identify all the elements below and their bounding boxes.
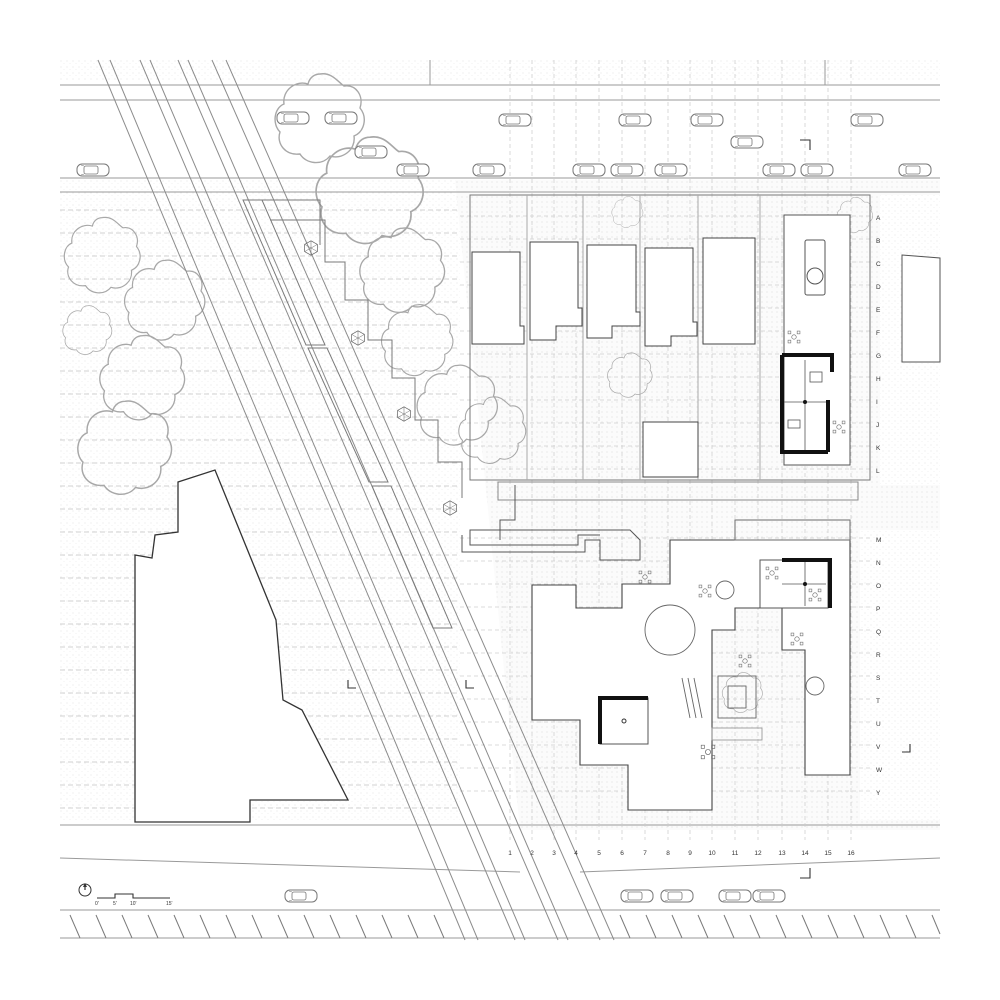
scale-tick-label: 15'	[166, 901, 173, 907]
car-icon	[396, 163, 430, 177]
grid-column-label: 5	[597, 850, 601, 857]
rowhouses	[471, 237, 756, 478]
grid-column-label: 8	[666, 850, 670, 857]
car-icon	[324, 111, 358, 125]
grid-row-label: B	[876, 238, 880, 245]
car-icon	[620, 889, 654, 903]
car-icon	[618, 113, 652, 127]
car-icon	[730, 135, 764, 149]
car-icon	[284, 889, 318, 903]
upper-east-wing	[783, 214, 851, 466]
corner-marks	[347, 139, 911, 879]
grid-column-label: 3	[552, 850, 556, 857]
parking-stripes	[69, 914, 941, 939]
grid-row-label: U	[876, 721, 881, 728]
grid-column-label: 10	[708, 850, 716, 857]
car-icon	[718, 889, 752, 903]
car-icon	[610, 163, 644, 177]
stepped-path	[262, 199, 463, 498]
grid-row-label: O	[876, 583, 881, 590]
car-icon	[690, 113, 724, 127]
grid-row-label: M	[876, 537, 881, 544]
grid-row-label: P	[876, 606, 880, 613]
grid-row-label: C	[876, 261, 881, 268]
grid-row-label: T	[876, 698, 880, 705]
grid-column-label: 9	[688, 850, 692, 857]
grid-column-label: 4	[574, 850, 578, 857]
grid-row-label: A	[876, 215, 881, 222]
car-icon	[654, 163, 688, 177]
scale-tick-label: 5'	[113, 901, 117, 907]
grid-row-label: I	[876, 399, 878, 406]
grid-row-label: J	[876, 422, 879, 429]
grid-column-label: 13	[778, 850, 786, 857]
grid-column-label: 11	[732, 850, 739, 857]
upper-block	[469, 194, 871, 481]
lower-block-details	[644, 580, 825, 741]
grid-row-label: D	[876, 284, 881, 291]
grid-column-label: 12	[754, 850, 762, 857]
car-icon	[660, 889, 694, 903]
grid-row-label: K	[876, 445, 881, 452]
grid-row-label: F	[876, 330, 880, 337]
car-icon	[472, 163, 506, 177]
row-labels-upper: A B C D E F G H I J K L	[876, 215, 881, 475]
row-labels-lower: M N O P Q R S T U V W Y	[876, 537, 883, 797]
car-icon	[572, 163, 606, 177]
car-icon	[76, 163, 110, 177]
grid-row-label: R	[876, 652, 881, 659]
car-icon	[762, 163, 796, 177]
grid-column-label: 16	[847, 850, 855, 857]
grid-row-label: S	[876, 675, 881, 682]
scale-tick-label: 10'	[130, 901, 137, 907]
grid-row-label: Y	[876, 790, 881, 797]
railway-platform	[242, 199, 453, 629]
grid-column-label: 7	[643, 850, 647, 857]
grid-row-label: W	[876, 767, 883, 774]
east-existing-building	[901, 254, 941, 363]
grid-column-label: 15	[824, 850, 832, 857]
grid-row-label: L	[876, 468, 880, 475]
car-icon	[898, 163, 932, 177]
scale-bar: 0' 5' 10' 15'	[95, 893, 173, 907]
scale-tick-label: 0'	[95, 901, 99, 907]
car-icon	[276, 111, 310, 125]
grid-row-label: N	[876, 560, 881, 567]
pavilion-upper	[780, 330, 846, 454]
north-arrow-icon	[78, 883, 92, 897]
grid-row-label: E	[876, 307, 881, 314]
car-icon	[354, 145, 388, 159]
grid-column-label: 1	[508, 850, 512, 857]
grid-column-label: 6	[620, 850, 624, 857]
existing-building-outline	[134, 469, 350, 823]
grid-column-label: 14	[801, 850, 809, 857]
grid-row-label: V	[876, 744, 881, 751]
ramp-connector	[461, 481, 859, 561]
grid-row-label: H	[876, 376, 881, 383]
car-icon	[498, 113, 532, 127]
pavilion-lower-right	[638, 558, 832, 760]
column-labels: 1 2 3 4 5 6 7 8 9 10 11 12 13 14 15 16	[508, 850, 855, 857]
pavilion-lower-left	[598, 696, 649, 745]
grid-column-label: 2	[530, 850, 534, 857]
car-icon	[752, 889, 786, 903]
bottom-street	[59, 824, 941, 939]
car-icon	[850, 113, 884, 127]
structural-grid-vertical	[509, 60, 852, 840]
car-icon	[800, 163, 834, 177]
grid-row-label: G	[876, 353, 881, 360]
grid-row-label: Q	[876, 629, 881, 636]
